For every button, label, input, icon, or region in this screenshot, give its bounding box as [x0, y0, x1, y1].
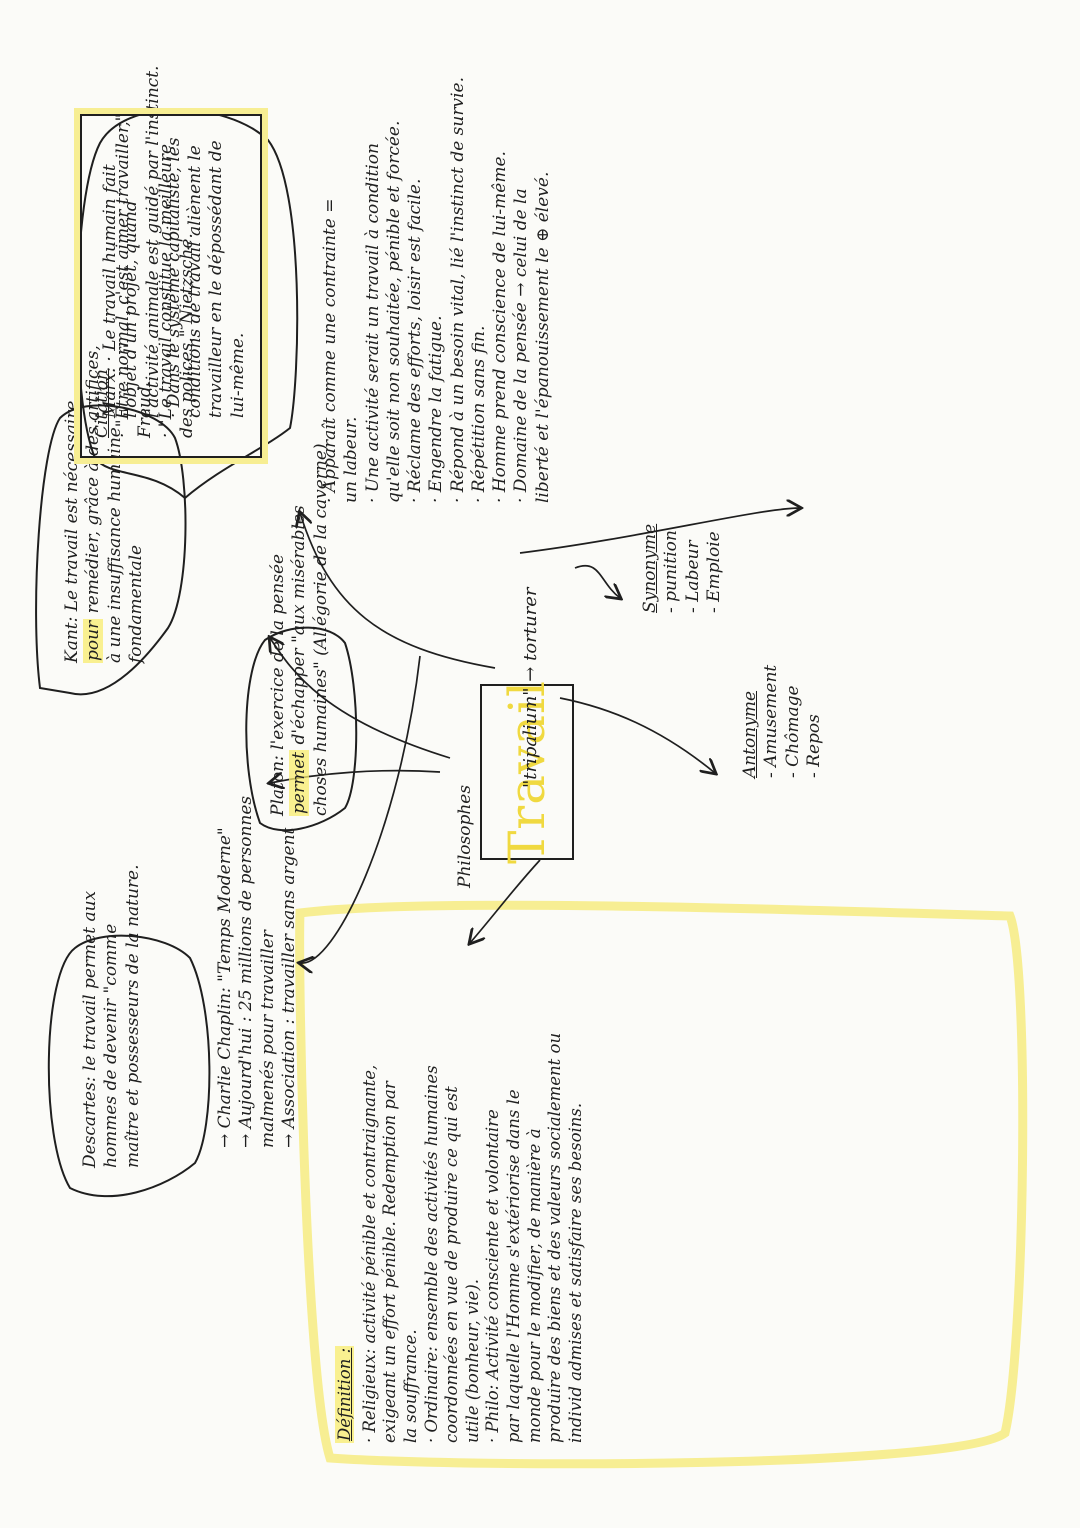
contrainte-line-9: · Homme prend conscience de lui-même. [490, 151, 510, 503]
definition-line-1: · Religieux: activité pénible et contrai… [359, 1064, 379, 1443]
citation-line-4: des polices." Nietzsche. [177, 233, 197, 438]
etymology-text: "tripalium" → torturer [520, 587, 541, 788]
chaplin-notes: → Charlie Chaplin: "Temps Moderne" → Auj… [215, 796, 300, 1148]
descartes-line-3: maître et possesseurs de la nature. [122, 864, 143, 1168]
kant-highlight: pour [83, 618, 104, 663]
definition-highlight-outline [295, 900, 1028, 1469]
connector-apparait [519, 508, 800, 554]
synonyme-item-2: - Labeur [682, 540, 703, 613]
definition-line-4: · Ordinaire: ensemble des activités huma… [421, 1065, 441, 1443]
definition-line-3: la souffrance. [400, 1329, 420, 1443]
antonyme-item-3: - Repos [803, 714, 824, 778]
antonyme-list: Antonyme - Amusement - Chômage - Repos [740, 665, 825, 778]
contrainte-line-4: qu'elle soit non souhaitée, pénible et f… [383, 120, 404, 503]
connector-platon [270, 769, 441, 783]
contrainte-line-8: · Répétition sans fin. [468, 325, 489, 503]
descartes-line-2: hommes de devenir "comme [101, 923, 122, 1168]
definition-line-6: utile (bonheur, vie). [462, 1278, 482, 1443]
contrainte-notes: · Apparaît comme une contrainte = un lab… [320, 77, 554, 503]
chaplin-line-4: → Association : travailler sans argent [278, 827, 299, 1148]
definition-line-5: coordonnées en vue de produire ce qui es… [442, 1086, 462, 1443]
definition-line-7: · Philo: Activité consciente et volontai… [483, 1109, 503, 1443]
descartes-line-1: Descartes: le travail permet aux [80, 890, 100, 1168]
contrainte-line-1: · Apparaît comme une contrainte = [320, 198, 340, 503]
descartes-bubble [47, 934, 211, 1198]
citation-line-3: · "Le travail constitue la meilleure [155, 143, 176, 438]
synonyme-item-3: - Emploie [703, 531, 724, 613]
citation-notes: Citation · "Être normal, c'est aimer tra… [92, 114, 198, 438]
contrainte-line-7: · Répond à un besoin vital, lié l'instin… [447, 77, 468, 503]
antonyme-heading: Antonyme [740, 690, 760, 778]
connector-kant [300, 513, 496, 669]
platon-bubble [245, 626, 358, 832]
definition-line-10: produire des biens et des valeurs social… [545, 1032, 565, 1443]
definition-heading-line: Définition : [335, 1033, 356, 1443]
definition-block: Définition : · Religieux: activité pénib… [335, 1033, 587, 1443]
citation-line-2: Freud. [134, 380, 155, 438]
antonyme-item-2: - Chômage [782, 685, 803, 778]
contrainte-line-5: · Réclame des efforts, loisir est facile… [405, 178, 425, 503]
synonyme-heading: Synonyme [640, 523, 660, 613]
chaplin-line-2: → Aujourd'hui : 25 millions de personnes [236, 795, 257, 1148]
chaplin-line-3: malmenés pour travailler [257, 930, 278, 1148]
citation-heading: Citation [92, 369, 112, 438]
definition-line-8: par laquelle l'Homme s'extériorise dans … [504, 1089, 523, 1443]
contrainte-line-10: · Domaine de la pensée → celui de la [511, 188, 532, 503]
synonyme-item-1: - punition [661, 530, 682, 613]
connector-synonyme [574, 565, 620, 598]
kant-bubble [35, 404, 187, 696]
connector-definition [470, 859, 541, 943]
platon-line-1: Platon: l'exercice de la pensée [268, 553, 288, 816]
contrainte-line-11: liberté et l'épanouissement le ⊕ élevé. [532, 171, 553, 503]
contrainte-line-2: un labeur. [341, 416, 362, 503]
chaplin-line-1: → Charlie Chaplin: "Temps Moderne" [215, 827, 235, 1148]
descartes-note: Descartes: le travail permet aux hommes … [80, 864, 144, 1168]
synonyme-list: Synonyme - punition - Labeur - Emploie [640, 524, 725, 613]
marx-bubble [76, 108, 299, 500]
citation-line-1: · "Être normal, c'est aimer travailler," [113, 113, 134, 438]
connector-descartes [300, 655, 421, 963]
contrainte-line-3: · Une activité serait un travail à condi… [362, 143, 383, 503]
definition-heading: Définition : [335, 1345, 354, 1443]
philosophes-label: Philosophes [455, 784, 475, 888]
antonyme-item-1: - Amusement [761, 664, 782, 778]
connector-antonyme [559, 697, 715, 773]
definition-line-2: exigeant un effort pénible. Redemption p… [380, 1081, 400, 1443]
platon-line-2: permet d'échapper "aux misérables [289, 443, 310, 816]
contrainte-line-6: · Engendre la fatigue. [426, 315, 447, 504]
definition-line-11: individ admises et satisfaire ses besoin… [565, 1102, 585, 1443]
definition-line-9: monde pour le modifier, de manière à [524, 1128, 544, 1443]
platon-line-2-rest: d'échapper "aux misérables [289, 505, 310, 750]
